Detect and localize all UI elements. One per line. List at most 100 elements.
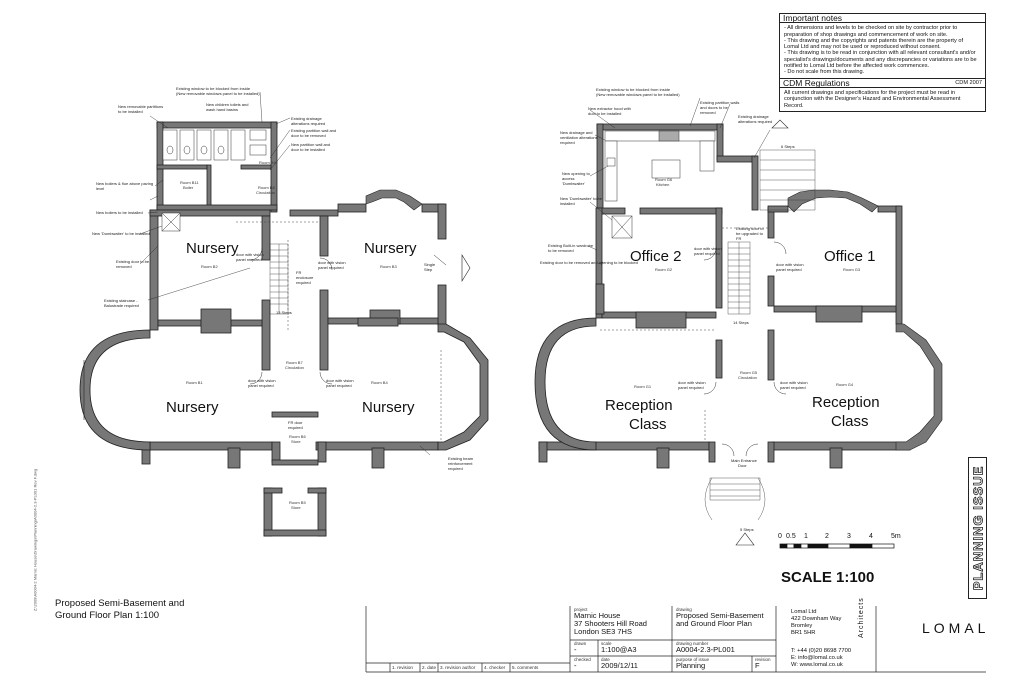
drawn-value: - [574, 645, 577, 654]
left-stairs [269, 243, 289, 315]
bottom-entry-marker [735, 532, 755, 546]
right-stairs [704, 149, 816, 521]
room-number-b8: Room B8 [258, 185, 275, 190]
room-number-b2: Room B2 [201, 264, 218, 269]
annotation: FR enclosure required [296, 270, 314, 285]
annotation: Existing partition wall and door to be r… [291, 128, 337, 138]
room-name-g1-line2: Class [629, 416, 667, 433]
room-name-g4-line2: Class [831, 413, 869, 430]
right-bay-wall [437, 323, 489, 451]
right-right-bay [895, 323, 943, 451]
annotation: New opening to access 'Dumbwaiter' [562, 171, 590, 186]
room-label-store-b5: Store [291, 505, 301, 510]
annotation: Existing staircase - Balustrade required [104, 298, 139, 308]
company-line: BR1 5HR [791, 630, 816, 636]
main-entrance-door-label: Door [738, 463, 747, 468]
cdm-header: CDM Regulations CDM 2007 [780, 77, 985, 88]
annotation: New 'Dumbwaiter' to be installed [92, 231, 150, 236]
drawing-title-line1: Proposed Semi-Basement and [55, 598, 185, 609]
scale-bar [779, 543, 895, 549]
date-field: date 2009/12/11 [601, 657, 638, 670]
room-name-b3: Nursery [364, 240, 417, 257]
scale-value: 1:100@A3 [601, 645, 637, 654]
room-label-boiler: Boiler [183, 185, 194, 190]
room-number-b11: Room B11 [180, 180, 199, 185]
annotation: New 'Dumbwaiter' to be installed [560, 196, 602, 206]
room-name-g1-line1: Reception [605, 397, 673, 414]
drawing-number-value: A0004-2.3-PL001 [676, 645, 735, 654]
annotation: door with vision panel required [694, 246, 722, 256]
annotation: door with vision panel required [326, 378, 354, 388]
room-number-g1: Room G1 [634, 384, 652, 389]
note-line: - All dimensions and levels to be checke… [784, 25, 958, 32]
room-name-b2: Nursery [186, 240, 239, 257]
project-line1: Marnic House [574, 611, 621, 620]
room-number-b9: Room B9 [259, 160, 276, 165]
contact-phone: T: +44 (0)20 8698 7700 [791, 648, 852, 654]
purpose-field: purpose of issue Planning [676, 657, 709, 670]
annotation: Existing drainage alterations required [738, 114, 773, 124]
scale-tick-4: 4 [869, 533, 873, 540]
project-field: project Marnic House 37 Shooters Hill Ro… [574, 607, 670, 636]
company-contact: T: +44 (0)20 8698 7700 E: info@lomal.co.… [791, 648, 851, 669]
scale-tick-3: 3 [847, 533, 851, 540]
annotation: Existing door to be upgraded to FR [736, 226, 764, 241]
room-number-b4: Room B4 [371, 380, 388, 385]
drawing-line2: and Ground Floor Plan [676, 619, 752, 628]
room-label-store: Store [291, 439, 301, 444]
annotation: Existing beam reinforcement required [448, 456, 474, 471]
room-name-g2: Office 2 [630, 248, 682, 265]
annotation: Existing door to be removed and opening … [540, 260, 638, 265]
architects-label: Architects [858, 597, 865, 638]
drawing-key: drawing [676, 607, 692, 612]
drawn-key: drawn [574, 641, 587, 646]
room-number-b5: Room B5 [289, 500, 306, 505]
file-path-note: Z:\2009\A0004-2 Marnic House\Drawings\Pl… [30, 468, 39, 612]
revision-col: 3. revision author [440, 665, 476, 670]
cdm-body: All current drawings and specifications … [780, 88, 985, 111]
annotation: New boilers to be installed [96, 210, 143, 215]
room-number-b3: Room B3 [380, 264, 397, 269]
cdm-ref: CDM 2007 [955, 79, 982, 86]
room-label-circulation-g5: Circulation [738, 375, 757, 380]
file-path-text: Z:\2009\A0004-2 Marnic House\Drawings\Pl… [32, 468, 37, 612]
annotation: door with vision panel required [318, 260, 346, 270]
scale-tick-5m: 5m [891, 533, 901, 540]
note-line: preparation of shop drawings and commenc… [784, 31, 948, 38]
note-line: - This drawing and the copyrights and pa… [784, 37, 964, 44]
room-number-b6: Room B6 [289, 434, 306, 439]
annotation: Existing window to be blocked from insid… [596, 87, 671, 92]
scale-tick-0: 0 [778, 533, 782, 540]
annotation: door with vision panel required [678, 380, 706, 390]
lomal-logo: LOMAL [922, 620, 990, 636]
annotation: New partition wall and door to be instal… [291, 142, 331, 152]
revision-key: revision [755, 657, 771, 662]
annotation: (New removable windows panel to be insta… [596, 92, 680, 97]
scale-tick-1: 1 [804, 533, 808, 540]
checked-field: checked - [574, 657, 591, 670]
note-line: - Do not scale from this drawing. [784, 69, 865, 76]
room-number-g2: Room G2 [655, 267, 673, 272]
notes-body: - All dimensions and levels to be checke… [780, 23, 985, 77]
scale-tick-0-5: 0.5 [786, 533, 796, 540]
left-top-bay [365, 189, 423, 211]
annotation: Existing Built-in wardrobe to be removed [548, 243, 594, 253]
revision-col: 1. revision [392, 665, 413, 670]
project-line3: London SE3 7HS [574, 627, 632, 636]
main-entrance-label: Main Entrance [731, 458, 757, 463]
stair-label-14-steps: 14 Steps [733, 320, 749, 325]
scale-tick-2: 2 [825, 533, 829, 540]
revision-value: F [755, 661, 760, 670]
contact-email: E: info@lomal.co.uk [791, 655, 843, 661]
title-block-lines [365, 606, 986, 673]
annotation: Existing drainage alterations required [291, 116, 326, 126]
drawing-number-field: drawing number A0004-2.3-PL001 [676, 641, 735, 654]
room-name-g4-line1: Reception [812, 394, 880, 411]
room-name-b1: Nursery [166, 399, 219, 416]
note-line: - This drawing is to be read in conjunct… [784, 50, 976, 57]
project-line2: 37 Shooters Hill Road [574, 619, 647, 628]
note-line: specialist's drawings/documents and any … [784, 56, 977, 63]
project-key: project [574, 607, 588, 612]
planning-issue-text: PLANNING ISSUE [970, 465, 986, 591]
